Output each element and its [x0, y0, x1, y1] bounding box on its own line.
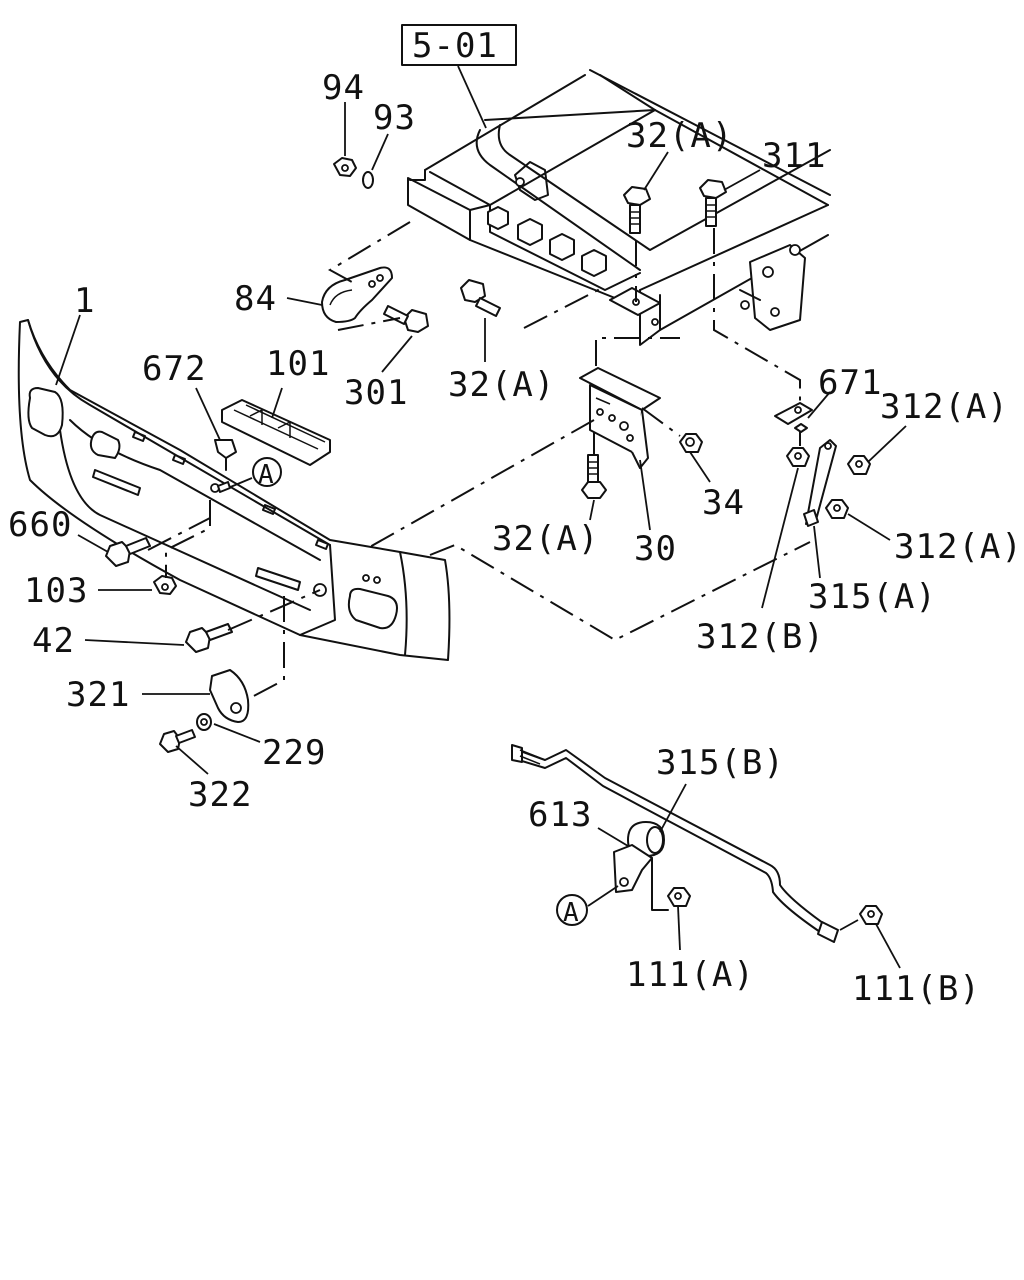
label-32a-low: 32(A) [492, 519, 599, 559]
nut-312b-icon [786, 447, 810, 467]
svg-text:A: A [258, 460, 275, 490]
nut-34-icon [679, 433, 703, 453]
bolt-32a-low-icon [581, 454, 607, 499]
label-93: 93 [373, 98, 416, 138]
nut-312a-upper-icon [847, 455, 871, 475]
link-315a [803, 439, 837, 527]
label-613: 613 [528, 795, 592, 835]
label-84: 84 [234, 279, 277, 319]
svg-text:A: A [563, 898, 580, 928]
clamp-613 [613, 821, 669, 911]
label-660: 660 [8, 505, 72, 545]
label-311: 311 [762, 136, 826, 176]
tow-hook [321, 266, 393, 323]
label-111a: 111(A) [626, 955, 755, 995]
assembly-lines [147, 221, 811, 699]
label-1: 1 [74, 281, 95, 321]
label-94: 94 [322, 68, 365, 108]
bracket-321 [209, 669, 250, 723]
leader-lines [55, 102, 907, 969]
label-111b: 111(B) [852, 969, 981, 1009]
label-32a-top: 32(A) [626, 116, 733, 156]
label-322: 322 [188, 775, 252, 815]
label-312a-1: 312(A) [880, 387, 1009, 427]
callout-a-upper[interactable]: A [252, 457, 282, 490]
label-32a-mid: 32(A) [448, 365, 555, 405]
washer-229-icon [196, 713, 212, 731]
nut-111a-icon [667, 887, 691, 907]
label-301: 301 [344, 373, 408, 413]
label-34: 34 [702, 483, 745, 523]
label-42: 42 [32, 621, 75, 661]
bolt-42-icon [185, 623, 233, 653]
label-671: 671 [818, 363, 882, 403]
step-pad [221, 399, 331, 466]
clip-672 [214, 439, 237, 471]
bracket-671 [774, 402, 813, 433]
bumper [17, 319, 451, 661]
reference-box-5-01[interactable]: 5-01 [401, 24, 517, 66]
nut-103-icon [153, 575, 177, 595]
bolt-311-icon [699, 179, 727, 227]
label-312b: 312(B) [696, 617, 825, 657]
nut-94-icon [333, 157, 357, 177]
bolt-32a-mid-icon [460, 279, 501, 317]
svg-text:5-01: 5-01 [412, 26, 498, 66]
bolt-660-icon [105, 537, 151, 567]
nut-312a-lower-icon [825, 499, 849, 519]
label-103: 103 [24, 571, 88, 611]
label-672: 672 [142, 349, 206, 389]
stabilizer-bar-315b [511, 744, 839, 943]
chassis-frame [407, 69, 831, 346]
screw-322-icon [159, 729, 196, 753]
label-315b: 315(B) [656, 743, 785, 783]
bracket-30 [579, 367, 661, 469]
bolt-32a-top-icon [623, 186, 651, 234]
nut-111b-icon [859, 905, 883, 925]
label-312a-2: 312(A) [894, 527, 1023, 567]
part-labels: 94 93 32(A) 311 84 1 672 101 301 32(A) 6… [8, 68, 1023, 1009]
callout-a-lower[interactable]: A [556, 894, 588, 928]
label-321: 321 [66, 675, 130, 715]
label-101: 101 [266, 344, 330, 384]
label-30: 30 [634, 529, 677, 569]
label-229: 229 [262, 733, 326, 773]
washer-93-icon [362, 171, 374, 189]
bolt-301-icon [383, 305, 429, 333]
label-315a: 315(A) [808, 577, 937, 617]
